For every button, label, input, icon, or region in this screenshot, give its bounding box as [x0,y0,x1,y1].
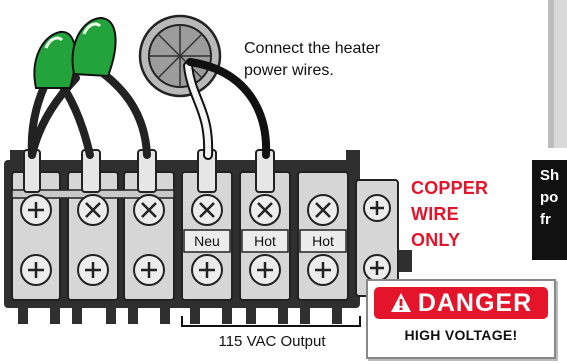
caption-text: Connect the heater power wires. [244,38,380,82]
copper-line: COPPER [411,178,489,198]
caption-line: Connect the heater [244,40,381,57]
side-panel [548,0,567,148]
danger-title: DANGER [417,288,533,317]
side-note: Sh po fr [532,160,567,260]
terminal-label-hot-1: Hot [254,233,276,249]
wire-nut-icon [33,30,77,89]
copper-wire-note: COPPER WIRE ONLY [411,175,488,253]
danger-subtitle: HIGH VOLTAGE! [404,327,518,343]
wire-lugs [23,149,275,193]
copper-line: ONLY [411,230,461,250]
output-label: 115 VAC Output [218,333,326,350]
terminal-label-neu: Neu [194,233,220,249]
grommet-icon [138,14,222,98]
side-note-line: Sh [540,167,560,184]
wire-nut-icon [71,16,117,78]
caption-line: power wires. [244,62,334,79]
terminal-label-hot-2: Hot [312,233,334,249]
heater-wires [183,58,271,160]
danger-header: DANGER [374,287,548,319]
side-note-line: po [540,189,559,206]
terminal-label-plates [183,229,347,253]
side-note-line: fr [540,211,551,228]
danger-sign: DANGER HIGH VOLTAGE! [366,279,556,359]
output-bracket [181,316,361,327]
warning-icon [390,293,411,312]
screw-slots [28,201,384,278]
copper-line: WIRE [411,204,459,224]
terminal-screws [20,194,391,286]
